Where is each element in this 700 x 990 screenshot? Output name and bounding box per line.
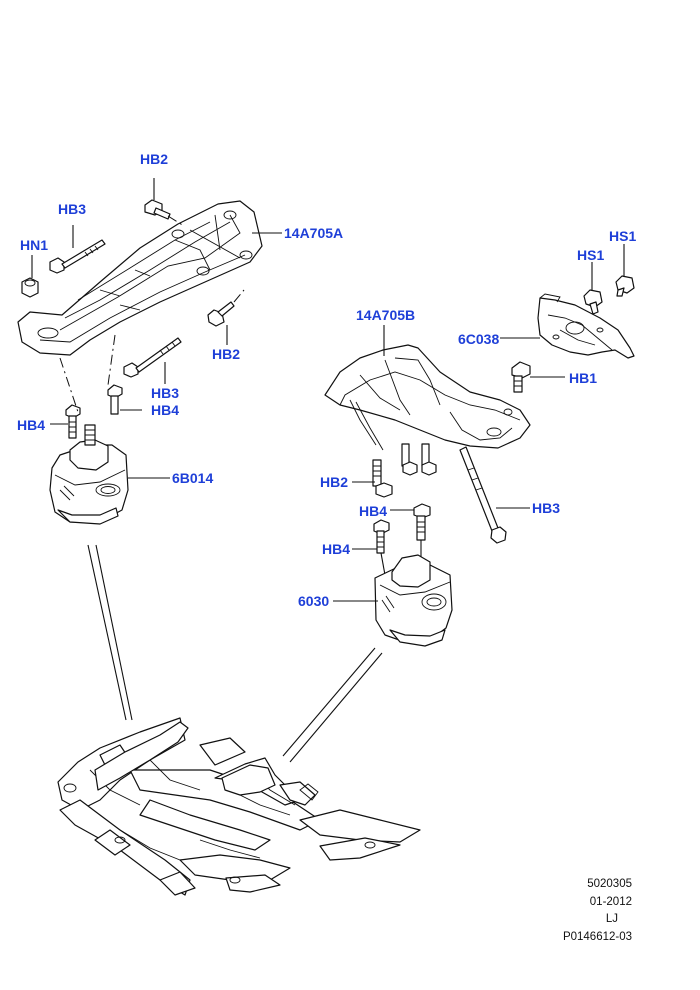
label-hb3-top: HB3	[58, 201, 86, 217]
label-hb4-a: HB4	[17, 417, 45, 433]
label-hs1-b: HS1	[609, 228, 636, 244]
nut-hn1	[21, 255, 39, 298]
engine-mount-6030	[333, 554, 453, 647]
screw-hs1-b	[615, 244, 635, 297]
leader-left-1	[87, 544, 127, 721]
label-hb2-right: HB2	[320, 474, 348, 490]
bolt-hb4-b	[107, 384, 142, 415]
label-hs1-a: HS1	[577, 247, 604, 263]
bolt-hb2-top	[144, 178, 185, 227]
label-hb2-top: HB2	[140, 151, 168, 167]
chassis-frame	[57, 717, 421, 896]
label-6c038: 6C038	[458, 331, 499, 347]
leader-right-1	[282, 647, 376, 757]
bracket-14a705b	[324, 325, 531, 451]
screw-hs1-a	[583, 262, 603, 315]
bolt-hb3-top	[49, 225, 106, 274]
engine-mount-6b014	[49, 424, 170, 525]
leader-right-2	[289, 652, 383, 763]
bolt-hb4-d	[352, 519, 390, 576]
illustration-id: P0146612-03	[562, 931, 632, 943]
bolt-hb1	[511, 361, 565, 393]
bolt-hb2-mid	[207, 289, 245, 345]
label-hb4-c: HB4	[359, 503, 387, 519]
label-14a705b: 14A705B	[356, 307, 415, 323]
reference-code: 5020305	[587, 878, 632, 890]
label-hb4-d: HB4	[322, 541, 350, 557]
alignment-line-left-2	[107, 334, 116, 386]
reference-date: 01-2012	[589, 896, 632, 908]
leader-left-2	[95, 544, 133, 721]
bolt-hb2-right	[352, 459, 393, 498]
bolt-pair-right	[401, 443, 437, 476]
label-14a705a: 14A705A	[284, 225, 343, 241]
reference-initials: LJ	[605, 913, 618, 925]
label-hb1: HB1	[569, 370, 597, 386]
label-hb2-mid: HB2	[212, 346, 240, 362]
bolt-hb3-right	[459, 446, 530, 544]
heat-shield-6c038	[500, 293, 635, 359]
bolt-hb4-a	[50, 404, 81, 439]
alignment-line-left	[59, 357, 79, 413]
label-6030: 6030	[298, 593, 329, 609]
label-hb3-mid: HB3	[151, 385, 179, 401]
bracket-14a705a	[17, 200, 263, 356]
bolt-hb3-mid	[123, 337, 182, 384]
label-hn1: HN1	[20, 237, 48, 253]
label-hb3-right: HB3	[532, 500, 560, 516]
label-hb4-b: HB4	[151, 402, 179, 418]
label-6b014: 6B014	[172, 470, 213, 486]
bolt-hb4-c	[390, 503, 431, 560]
